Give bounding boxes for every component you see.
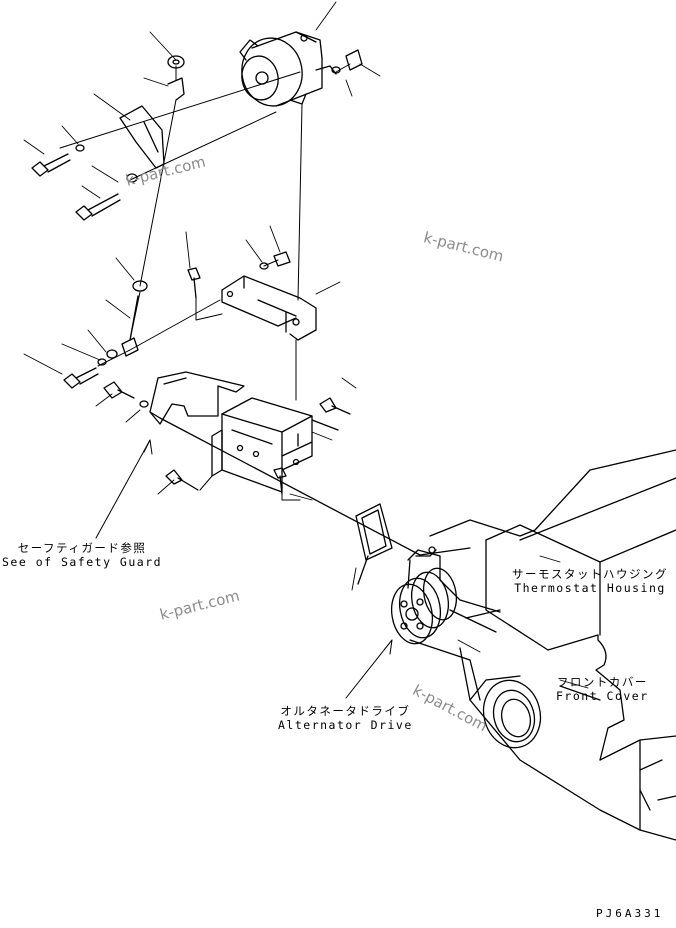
engine-block (149, 411, 676, 841)
upper-bracket (221, 275, 317, 341)
front-cover-seal (482, 679, 542, 749)
front-cover-en-label: Front Cover (556, 689, 649, 703)
front-cover-jp-label: フロントカバー (556, 675, 648, 689)
alternator-drive-en-label: Alternator Drive (278, 718, 413, 732)
safety-guard-plate (149, 371, 245, 425)
drawing-code: PJ6A331 (596, 907, 664, 920)
annotation-arrows (95, 439, 393, 699)
hardware-upper (75, 49, 363, 408)
alternator-drive-pulley (390, 546, 501, 645)
gasket (355, 503, 393, 585)
callout-leaders-text (539, 555, 589, 689)
bolts (31, 153, 351, 495)
thermostat-en-label: Thermostat Housing (514, 581, 666, 595)
adjust-strap (119, 77, 185, 169)
safety-guard-en-label: See of Safety Guard (2, 555, 163, 569)
callout-front-cover: フロントカバー Front Cover (556, 675, 649, 703)
thermostat-jp-label: サーモスタットハウジング (512, 567, 668, 581)
alternator-drive-jp-label: オルタネータドライブ (280, 704, 411, 718)
callout-alternator-drive: オルタネータドライブ Alternator Drive (278, 704, 413, 732)
safety-guard-jp-label: セーフティガード参照 (17, 541, 147, 555)
alternator (239, 31, 337, 107)
assembly-lines (59, 63, 351, 501)
callout-thermostat-housing: サーモスタットハウジング Thermostat Housing (512, 567, 668, 595)
callout-safety-guard: セーフティガード参照 See of Safety Guard (2, 541, 162, 569)
leader-lines (23, 1, 481, 653)
mounting-bracket (211, 397, 339, 493)
